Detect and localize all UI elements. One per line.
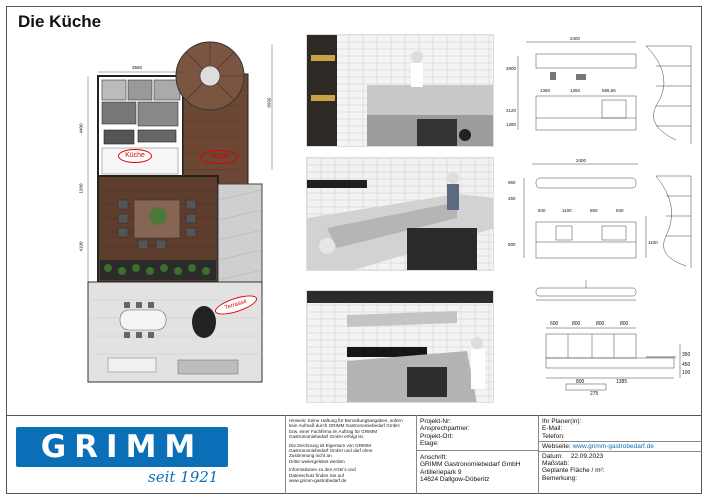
address-company: GRIMM Gastronomiebedarf GmbH <box>420 461 521 469</box>
email-label: E-Mail: <box>542 425 563 433</box>
stairs-label: Treppe <box>209 154 229 160</box>
kitchen-render-3 <box>306 290 494 403</box>
elev2-dim-left-c: 900 <box>508 242 516 247</box>
plan-dim-j: 100 <box>682 370 691 376</box>
elev2-dim-c: 850 <box>590 208 598 213</box>
dim-left-upper: 4400 <box>78 123 84 134</box>
project-place: Projekt-Ort: <box>420 432 454 440</box>
project-nr: Projekt-Nr: <box>420 418 452 425</box>
elev2-dim-top: 2400 <box>576 158 587 163</box>
plan-dim-c: 800 <box>596 321 605 327</box>
floor-plan-drawing <box>87 41 273 383</box>
kitchen-render-2 <box>306 157 494 271</box>
elev2-dim-a: 840 <box>538 208 546 213</box>
dim-left-lower: 4100 <box>78 241 84 252</box>
elev2-dim-b: 1100 <box>562 208 572 213</box>
brand-slogan: seit 1921 <box>148 468 219 486</box>
page-title: Die Küche <box>18 12 102 31</box>
title-block <box>6 415 702 494</box>
kitchen-label: Küche <box>125 152 145 159</box>
plan-dim-h: 350 <box>682 352 691 358</box>
elev1-dim-left-c: 1280 <box>506 122 517 127</box>
dim-right-upper: 3560 <box>266 97 272 108</box>
floor-plan: 3560 4400 1990 4100 3560 Küche Treppe Te… <box>78 40 288 390</box>
elev2-dim-left-b: 450 <box>508 196 516 201</box>
liability-notes: Hinweis: Keine Haftung für Bemaßungsanga… <box>285 415 416 494</box>
plan-dim-a: 600 <box>550 321 559 327</box>
plan-dim-e: 800 <box>576 379 585 385</box>
elevation-2: 2400 840 1100 850 940 950 450 900 1100 <box>506 156 696 268</box>
elev2-dim-right: 1100 <box>648 240 658 245</box>
address-city: 14624 Dallgow-Döberitz <box>420 476 490 484</box>
kitchen-marker: Küche <box>118 149 152 163</box>
elevation-3 <box>506 278 696 308</box>
elev1-dim-c: 595,55 <box>602 88 616 93</box>
elev2-dim-d: 940 <box>616 208 624 213</box>
plan-dim-f: 1385 <box>616 379 628 385</box>
remark-label: Bemerkung: <box>542 474 578 482</box>
project-floor: Etage: <box>420 440 439 448</box>
website-label: Webseite: <box>542 443 571 451</box>
stairs-marker: Treppe <box>200 150 238 164</box>
date-value: 22.09.2023 <box>570 452 604 460</box>
elev1-dim-a: 1350 <box>540 88 551 93</box>
dim-left-middle: 1990 <box>78 183 84 194</box>
svg-text:xxxxxxxxxxxxxxx: xxxxxxxxxxxxxxx <box>646 354 676 359</box>
plan-dim-i: 450 <box>682 362 691 368</box>
date-label: Datum: <box>542 452 563 460</box>
kitchen-render-1 <box>306 34 494 147</box>
project-info: Projekt-Nr: Ansprechpartner: Projekt-Ort… <box>416 415 538 451</box>
website-link[interactable]: www.grimm-gastrobedarf.de <box>572 443 654 451</box>
dim-top: 3560 <box>132 65 143 70</box>
elevation-plan: xxxxxxxxxxxxxxx 600 800 800 800 800 1385… <box>506 318 696 404</box>
planner-info: Ihr Planer(in): E-Mail: Telefon: Webseit… <box>538 415 702 494</box>
plan-dim-g: 275 <box>590 391 599 397</box>
address-label: Anschrift: <box>420 454 448 461</box>
elev1-dim-left-b: 2120 <box>506 108 517 113</box>
grimm-logo: GRIMM <box>16 427 228 467</box>
address-info: Anschrift: GRIMM Gastronomiebedarf GmbH … <box>416 451 538 494</box>
brand-name: GRIMM <box>40 429 204 465</box>
planner-label: Ihr Planer(in): <box>542 418 582 425</box>
elev2-dim-left-a: 950 <box>508 180 516 185</box>
elev1-dim-b: 1350 <box>570 88 581 93</box>
plan-dim-b: 800 <box>572 321 581 327</box>
elev1-dim-top: 2400 <box>570 36 581 41</box>
address-street: Artilleriepark 9 <box>420 468 462 476</box>
scale-label: Maßstab: <box>542 460 570 468</box>
plan-dim-d: 800 <box>620 321 629 327</box>
area-label: Geplante Fläche / m²: <box>542 467 605 475</box>
project-contact: Ansprechpartner: <box>420 425 470 433</box>
elev1-dim-left-a: 2900 <box>506 66 517 71</box>
phone-label: Telefon: <box>542 432 565 440</box>
elevation-1: 2400 1350 1350 595,55 2900 2120 1280 <box>506 36 696 144</box>
